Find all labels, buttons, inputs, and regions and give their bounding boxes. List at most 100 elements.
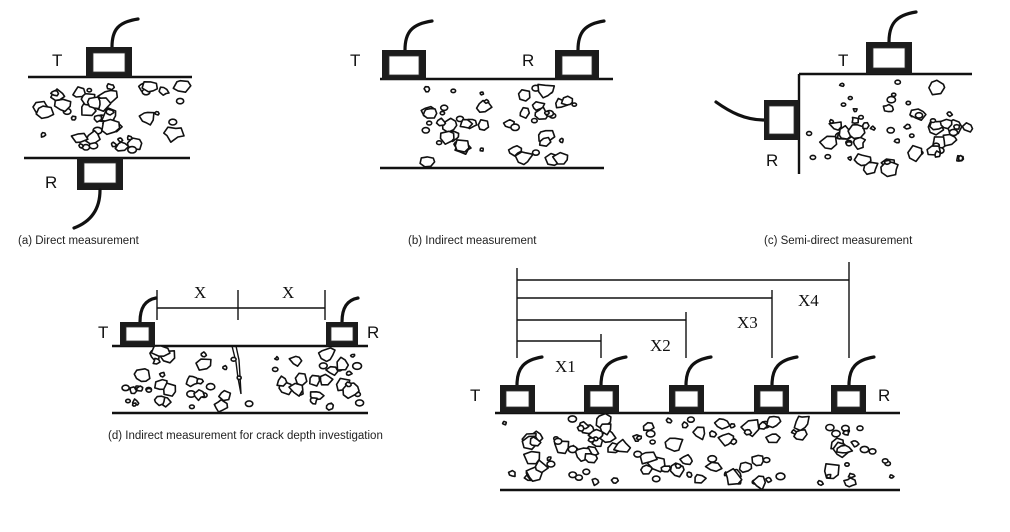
aggregate-stone	[908, 133, 915, 139]
aggregate-stone	[193, 389, 206, 402]
aggregate-stone	[551, 151, 569, 165]
panel-e-probe-3	[669, 355, 713, 413]
aggregate-stone	[454, 139, 470, 153]
aggregate-stone	[158, 371, 166, 378]
aggregate-stone	[948, 128, 959, 137]
aggregate-stone	[459, 118, 474, 129]
aggregate-stone	[145, 387, 153, 393]
aggregate-stone	[35, 105, 55, 120]
aggregate-stone	[483, 98, 490, 105]
aggregate-stone	[534, 105, 550, 120]
aggregate-stone	[843, 461, 850, 467]
aggregate-stone	[882, 103, 895, 113]
aggregate-stone	[560, 95, 574, 106]
aggregate-stone	[196, 377, 205, 385]
aggregate-stone	[852, 136, 867, 150]
aggregate-stone	[421, 126, 431, 134]
aggregate-stone	[903, 123, 912, 130]
aggregate-stone	[519, 106, 531, 119]
aggregate-stone	[127, 145, 138, 154]
aggregate-stone	[681, 421, 689, 429]
aggregate-stone	[172, 79, 192, 93]
aggregate-stone	[847, 155, 853, 162]
panel-d-receiver-label: R	[367, 323, 379, 342]
aggregate-stone	[914, 111, 924, 119]
panel-d-crack-depth: X X T R (d) Indirect measurement for cra…	[98, 283, 383, 442]
panel-e-transmitter-label: T	[470, 386, 480, 405]
aggregate-stone	[692, 426, 706, 441]
aggregate-stone	[423, 85, 431, 93]
aggregate-stone	[842, 429, 850, 436]
aggregate-stone	[530, 117, 539, 124]
aggregate-stone	[213, 398, 229, 413]
aggregate-stone	[567, 415, 578, 423]
aggregate-stone	[868, 447, 877, 455]
aggregate-stone	[479, 91, 485, 96]
panel-d-receiver-probe	[326, 296, 360, 346]
aggregate-stone	[613, 438, 632, 453]
aggregate-stone	[856, 425, 864, 432]
panel-b-transmitter-probe	[382, 19, 434, 80]
aggregate-stone	[707, 454, 718, 463]
aggregate-stone	[907, 144, 923, 163]
aggregate-stone	[162, 382, 177, 397]
aggregate-stone	[635, 435, 643, 441]
panel-a-receiver-probe	[72, 158, 123, 230]
aggregate-stone	[730, 438, 738, 446]
aggregate-stone	[271, 366, 279, 373]
aggregate-stone	[345, 370, 353, 377]
aggregate-stone	[126, 134, 134, 141]
aggregate-stone	[694, 473, 707, 484]
aggregate-stone	[523, 450, 541, 465]
aggregate-stone	[686, 471, 693, 478]
aggregate-stone	[836, 444, 854, 454]
aggregate-stone	[273, 355, 280, 361]
panel-e-distance-x4: X4	[798, 291, 819, 310]
aggregate-stone	[517, 89, 531, 102]
panel-e-distance-x2: X2	[650, 336, 671, 355]
aggregate-stone	[664, 437, 684, 452]
aggregate-stone	[124, 398, 132, 404]
aggregate-stone	[507, 469, 516, 478]
panel-a-transmitter-probe	[86, 17, 140, 77]
aggregate-stone	[599, 423, 612, 436]
aggregate-stone	[717, 432, 735, 447]
aggregate-stone	[645, 429, 656, 438]
aggregate-stone	[114, 141, 130, 152]
panel-e-distance-x1: X1	[555, 357, 576, 376]
panel-a-transmitter-label: T	[52, 51, 62, 70]
panel-a-caption: (a) Direct measurement	[18, 235, 140, 247]
aggregate-stone	[881, 457, 889, 464]
aggregate-stone	[230, 356, 237, 362]
panel-e-probe-2	[584, 355, 628, 413]
aggregate-stone	[70, 132, 89, 144]
aggregate-stone	[862, 121, 870, 130]
aggregate-stone	[477, 119, 490, 131]
aggregate-stone	[138, 111, 155, 126]
aggregate-stone	[150, 345, 171, 357]
aggregate-stone	[325, 402, 335, 411]
panel-d-spacing-right-label: X	[282, 283, 294, 302]
aggregate-stone	[825, 473, 832, 479]
aggregate-stone	[847, 123, 866, 140]
aggregate-stone	[679, 453, 693, 466]
panel-b-concrete	[419, 83, 578, 168]
aggregate-stone	[859, 445, 870, 454]
aggregate-stone	[838, 82, 845, 88]
panel-c-concrete	[805, 79, 974, 178]
aggregate-stone	[154, 110, 160, 116]
aggregate-stone	[928, 79, 946, 96]
aggregate-stone	[336, 356, 350, 371]
aggregate-stone	[439, 130, 455, 145]
aggregate-stone	[852, 108, 858, 113]
aggregate-stone	[93, 114, 103, 123]
aggregate-stone	[507, 145, 523, 157]
aggregate-stone	[961, 122, 974, 133]
aggregate-stone	[501, 420, 508, 426]
aggregate-stone	[351, 361, 363, 371]
aggregate-stone	[86, 87, 93, 93]
aggregate-stone	[317, 347, 336, 363]
aggregate-stone	[244, 400, 254, 408]
aggregate-stone	[649, 439, 656, 445]
aggregate-stone	[704, 461, 723, 473]
